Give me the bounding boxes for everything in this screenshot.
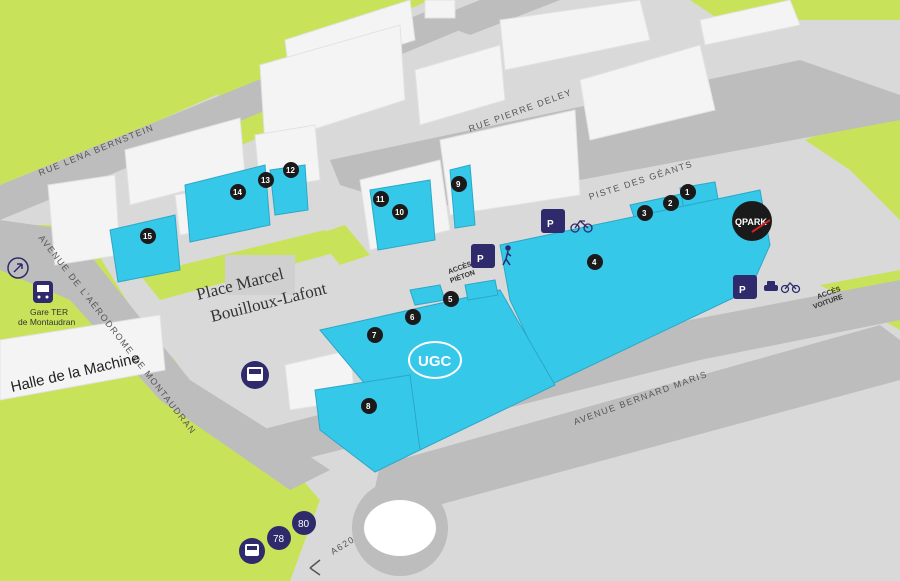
svg-text:10: 10 [395,208,404,217]
marker-15[interactable]: 15 [140,228,156,244]
bus-line-80-label: 80 [298,519,310,530]
bus-stop-south[interactable] [239,538,265,564]
parking-car-label: P [739,285,746,296]
marker-12[interactable]: 12 [283,162,299,178]
blue-buildings [109,164,771,473]
svg-text:14: 14 [233,188,242,197]
ugc-logo: UGC [408,341,462,379]
bus-line-78[interactable]: 78 [267,526,291,550]
bus-stop-north[interactable] [241,361,269,389]
qpark-logo: QPARK [732,201,772,241]
marker-10[interactable]: 10 [392,204,408,220]
parking-pedestrian[interactable]: P [471,244,512,268]
direction-icon [7,257,29,279]
marker-6[interactable]: 6 [405,309,421,325]
arrow-icon [309,559,321,576]
parking-bike-label: P [547,219,554,230]
station-line-2: de Montaudran [18,317,75,327]
bike-icon-2 [780,282,801,294]
svg-text:4: 4 [592,258,597,267]
station-block: Gare TER de Montaudran [7,257,75,327]
pedestrian-icon [502,245,512,266]
marker-13[interactable]: 13 [258,172,274,188]
svg-text:3: 3 [642,209,647,218]
svg-text:12: 12 [286,166,295,175]
qpark-text: QPARK [735,217,767,227]
car-icon [764,281,778,291]
svg-text:8: 8 [366,402,371,411]
marker-2[interactable]: 2 [663,195,679,211]
svg-text:5: 5 [448,295,453,304]
bus-line-78-label: 78 [273,534,285,545]
parking-bike[interactable]: P [541,209,593,233]
svg-text:7: 7 [372,331,377,340]
marker-14[interactable]: 14 [230,184,246,200]
svg-text:9: 9 [456,180,461,189]
marker-8[interactable]: 8 [361,398,377,414]
bike-icon [570,220,593,233]
svg-text:6: 6 [410,313,415,322]
svg-text:1: 1 [685,188,690,197]
marker-7[interactable]: 7 [367,327,383,343]
station-line-1: Gare TER [30,307,68,317]
svg-text:11: 11 [376,195,385,204]
svg-text:15: 15 [143,232,152,241]
bus-line-80[interactable]: 80 [292,511,316,535]
marker-3[interactable]: 3 [637,205,653,221]
svg-text:2: 2 [668,199,673,208]
marker-9[interactable]: 9 [451,176,467,192]
store-markers: 1 2 3 4 5 6 7 8 9 10 11 12 13 14 15 [140,162,696,414]
parking-pedestrian-label: P [477,254,484,265]
marker-5[interactable]: 5 [443,291,459,307]
ugc-text: UGC [418,353,452,370]
roundabout-center [364,500,436,556]
marker-11[interactable]: 11 [373,191,389,207]
marker-1[interactable]: 1 [680,184,696,200]
marker-4[interactable]: 4 [587,254,603,270]
parking-car[interactable]: P [733,275,801,299]
svg-text:13: 13 [261,176,270,185]
